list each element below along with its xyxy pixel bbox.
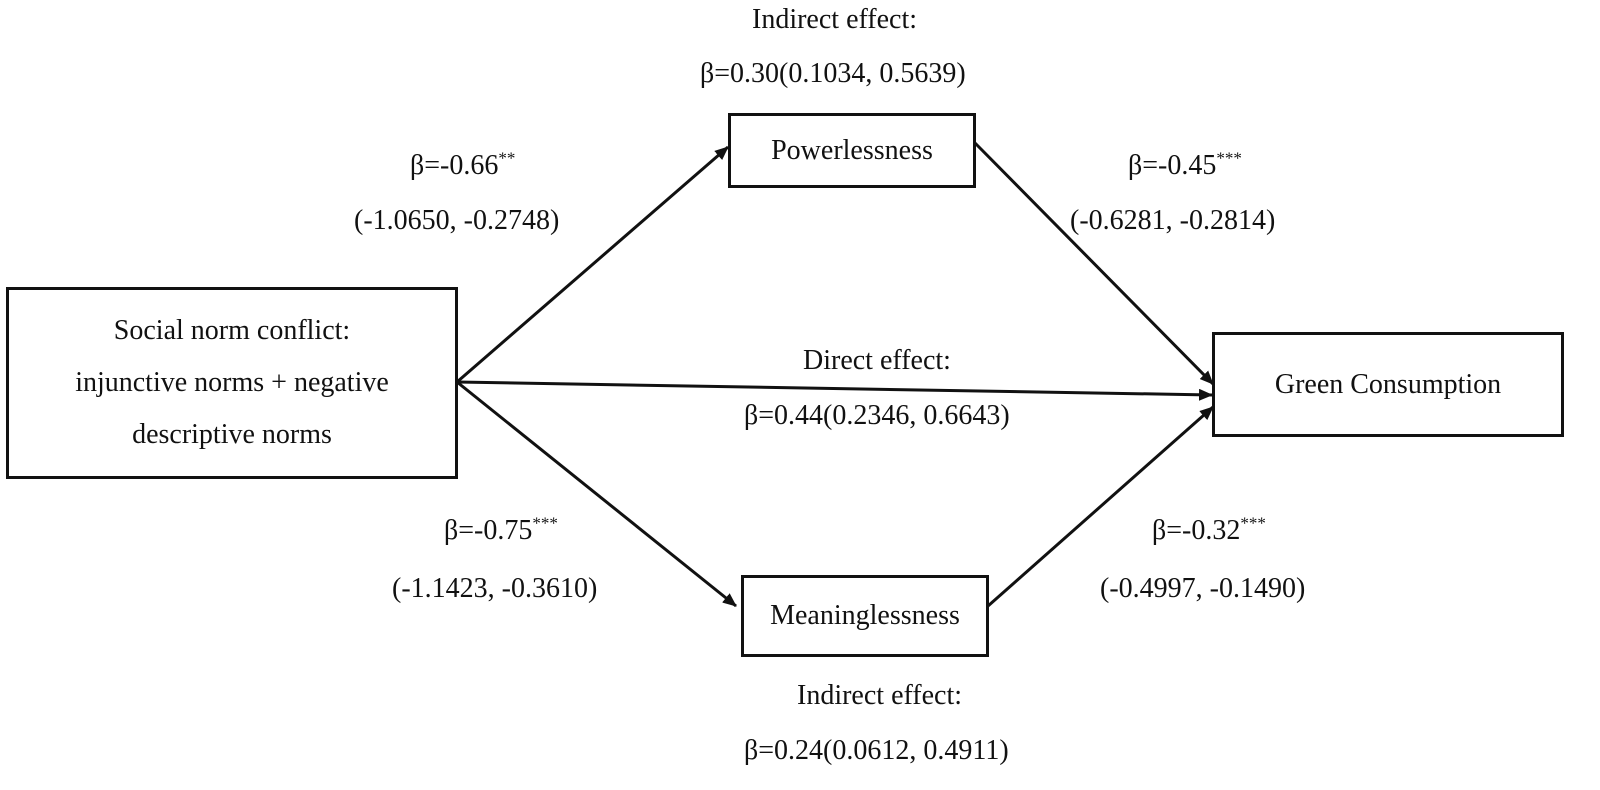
edge-a2-ci: (-1.1423, -0.3610) [392, 573, 598, 604]
edge-label-b1: β=-0.45*** [1128, 150, 1242, 182]
edge-label-a2: β=-0.75*** [444, 515, 558, 547]
indirect-effect-top-heading: Indirect effect: [752, 4, 918, 35]
meaninglessness-box: Meaninglessness [741, 575, 989, 657]
powerlessness-box: Powerlessness [728, 113, 976, 188]
edge-b1-beta: β=-0.45 [1128, 150, 1217, 181]
powerlessness-label: Powerlessness [771, 134, 933, 166]
green-consumption-box: Green Consumption [1212, 332, 1564, 437]
indirect-effect-bottom-value: β=0.24(0.0612, 0.4911) [744, 735, 1009, 766]
arrow-powerlessness-to-outcome [973, 141, 1215, 386]
edge-a1-significance: ** [498, 148, 516, 168]
edge-label-b2: β=-0.32*** [1152, 515, 1266, 547]
direct-effect-value: β=0.44(0.2346, 0.6643) [744, 400, 1010, 431]
edge-b1-ci: (-0.6281, -0.2814) [1070, 205, 1276, 236]
indirect-effect-top-value: β=0.30(0.1034, 0.5639) [700, 58, 966, 89]
edge-b2-beta: β=-0.32 [1152, 515, 1241, 546]
edge-a1-ci: (-1.0650, -0.2748) [354, 205, 560, 236]
edge-b1-significance: *** [1216, 148, 1242, 168]
edge-label-a1: β=-0.66** [410, 150, 515, 182]
source-line-3: descriptive norms [132, 419, 332, 450]
source-line-1: Social norm conflict: [113, 315, 351, 346]
source-line-2: injunctive norms + negative [75, 367, 389, 398]
edge-a2-beta: β=-0.75 [444, 515, 533, 546]
edge-b2-significance: *** [1240, 513, 1266, 533]
direct-effect-heading: Direct effect: [803, 345, 951, 376]
social-norm-conflict-box: Social norm conflict: injunctive norms +… [6, 287, 458, 479]
green-consumption-label: Green Consumption [1274, 368, 1502, 400]
edge-a2-significance: *** [532, 513, 558, 533]
indirect-effect-bottom-heading: Indirect effect: [797, 680, 963, 711]
arrow-meaninglessness-to-outcome [987, 405, 1214, 608]
arrow-direct-effect [456, 380, 1213, 401]
edge-b2-ci: (-0.4997, -0.1490) [1100, 573, 1306, 604]
arrow-source-to-meaninglessness [456, 380, 737, 608]
meaninglessness-label: Meaninglessness [770, 600, 960, 631]
edge-a1-beta: β=-0.66 [410, 150, 499, 181]
arrow-source-to-powerlessness [456, 145, 729, 384]
